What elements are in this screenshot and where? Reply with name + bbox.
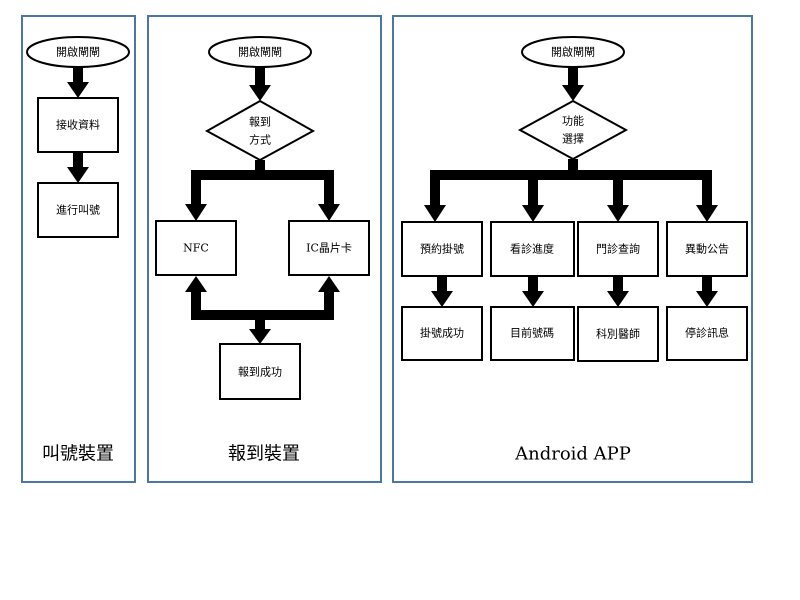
app-start-label: 開啟閘閘 xyxy=(551,45,595,59)
checkin-start-label: 開啟閘閘 xyxy=(238,45,282,59)
call-start-node: 開啟閘閘 xyxy=(26,36,130,68)
app-result-booking: 掛號成功 xyxy=(401,306,483,361)
app-function-decision: 功能 選擇 xyxy=(517,99,629,161)
panel-checkin-device: 開啟閘閘 報到 方式 NFC IC晶片卡 報到成功 報到裝置 xyxy=(147,15,382,483)
app-function-clinic-query: 門診查詢 xyxy=(577,221,659,277)
checkin-decision-line1: 報到 xyxy=(249,116,271,129)
call-announce-node: 進行叫號 xyxy=(37,182,119,238)
app-result-announcement-label: 停診訊息 xyxy=(685,326,729,340)
app-result-booking-label: 掛號成功 xyxy=(420,326,464,340)
app-result-announcement: 停診訊息 xyxy=(666,306,748,361)
app-result-clinic-query-label: 科別醫師 xyxy=(596,327,640,341)
checkin-success-node: 報到成功 xyxy=(219,343,301,400)
panel-call-device: 開啟閘閘 接收資料 進行叫號 叫號裝置 xyxy=(21,15,136,483)
checkin-success-label: 報到成功 xyxy=(238,366,282,379)
panel-app-title: Android APP xyxy=(514,444,631,465)
app-start-node: 開啟閘閘 xyxy=(521,36,625,68)
app-decision-line2: 選擇 xyxy=(562,132,584,146)
app-decision-line1: 功能 xyxy=(562,114,584,128)
call-receive-node: 接收資料 xyxy=(37,97,119,153)
app-function-booking-label: 預約掛號 xyxy=(420,242,464,256)
checkin-decision-line2: 方式 xyxy=(249,133,271,147)
app-result-progress: 目前號碼 xyxy=(490,306,575,361)
app-connectors xyxy=(424,67,718,307)
call-receive-label: 接收資料 xyxy=(56,118,100,132)
app-function-announcement: 異動公告 xyxy=(666,221,748,277)
checkin-nfc-node: NFC xyxy=(155,220,237,276)
checkin-ic-card-node: IC晶片卡 xyxy=(288,220,370,276)
app-function-progress: 看診進度 xyxy=(490,221,575,277)
checkin-method-decision: 報到 方式 xyxy=(204,99,316,162)
app-function-clinic-query-label: 門診查詢 xyxy=(596,242,640,256)
app-result-clinic-query: 科別醫師 xyxy=(577,306,659,362)
checkin-nfc-label: NFC xyxy=(183,242,209,255)
call-start-label: 開啟閘閘 xyxy=(56,45,100,59)
checkin-connectors xyxy=(185,67,340,344)
panel-checkin-title: 報到裝置 xyxy=(228,444,300,465)
app-function-booking: 預約掛號 xyxy=(401,221,483,277)
app-function-progress-label: 看診進度 xyxy=(510,242,554,256)
app-result-progress-label: 目前號碼 xyxy=(510,326,554,340)
call-connectors xyxy=(67,67,89,183)
panel-call-title: 叫號裝置 xyxy=(42,444,114,465)
panel-android-app: 開啟閘閘 功能 選擇 預約掛號 看診進度 門診查詢 異動公告 掛號成功 xyxy=(392,15,753,483)
app-function-announcement-label: 異動公告 xyxy=(685,242,729,256)
checkin-start-node: 開啟閘閘 xyxy=(208,36,312,68)
checkin-ic-card-label: IC晶片卡 xyxy=(306,242,352,255)
call-announce-label: 進行叫號 xyxy=(56,204,100,217)
